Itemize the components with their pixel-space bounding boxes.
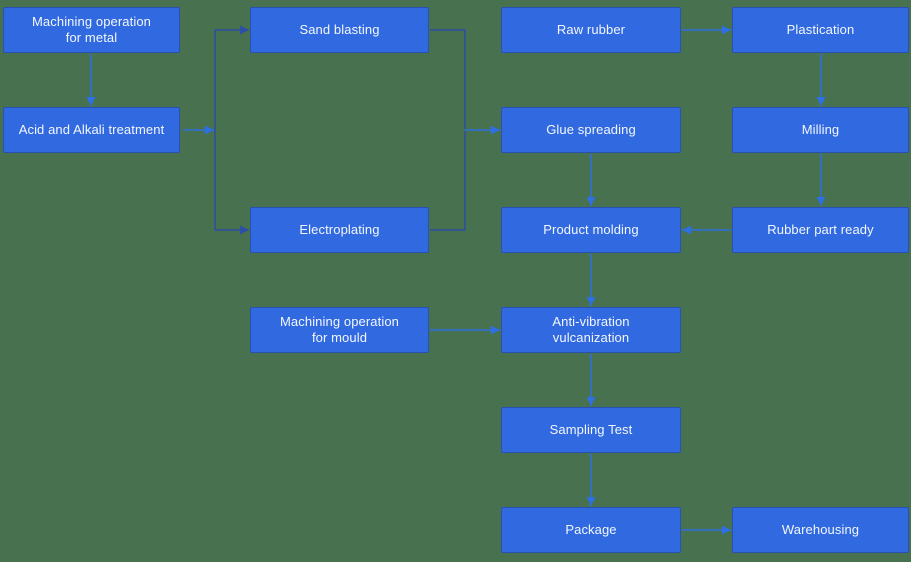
node-label-sampling-test: Sampling Test [549, 422, 633, 438]
node-milling: Milling [732, 107, 909, 153]
node-label-machining-mould: Machining operation for mould [280, 314, 399, 345]
node-label-rubber-part-ready: Rubber part ready [767, 222, 874, 238]
node-warehousing: Warehousing [732, 507, 909, 553]
node-plastication: Plastication [732, 7, 909, 53]
node-anti-vibration: Anti-vibration vulcanization [501, 307, 681, 353]
edge-electroplating-to-merge-junction [430, 131, 466, 231]
node-label-raw-rubber: Raw rubber [556, 22, 626, 38]
node-sand-blasting: Sand blasting [250, 7, 429, 53]
node-machining-mould: Machining operation for mould [250, 307, 429, 353]
node-label-anti-vibration: Anti-vibration vulcanization [552, 314, 630, 345]
node-label-machining-metal: Machining operation for metal [32, 14, 151, 45]
node-package: Package [501, 507, 681, 553]
node-label-package: Package [565, 522, 617, 538]
node-raw-rubber: Raw rubber [501, 7, 681, 53]
node-label-sand-blasting: Sand blasting [299, 22, 380, 38]
node-machining-metal: Machining operation for metal [3, 7, 180, 53]
edge-sand-blasting-to-merge-junction [430, 29, 466, 129]
node-rubber-part-ready: Rubber part ready [732, 207, 909, 253]
node-label-glue-spreading: Glue spreading [546, 122, 636, 138]
node-sampling-test: Sampling Test [501, 407, 681, 453]
node-label-milling: Milling [801, 122, 840, 138]
node-acid-alkali: Acid and Alkali treatment [3, 107, 180, 153]
node-label-product-molding: Product molding [543, 222, 639, 238]
node-label-acid-alkali: Acid and Alkali treatment [18, 122, 165, 138]
node-electroplating: Electroplating [250, 207, 429, 253]
node-label-warehousing: Warehousing [781, 522, 860, 538]
node-glue-spreading: Glue spreading [501, 107, 681, 153]
node-label-plastication: Plastication [786, 22, 855, 38]
node-label-electroplating: Electroplating [299, 222, 380, 238]
node-product-molding: Product molding [501, 207, 681, 253]
